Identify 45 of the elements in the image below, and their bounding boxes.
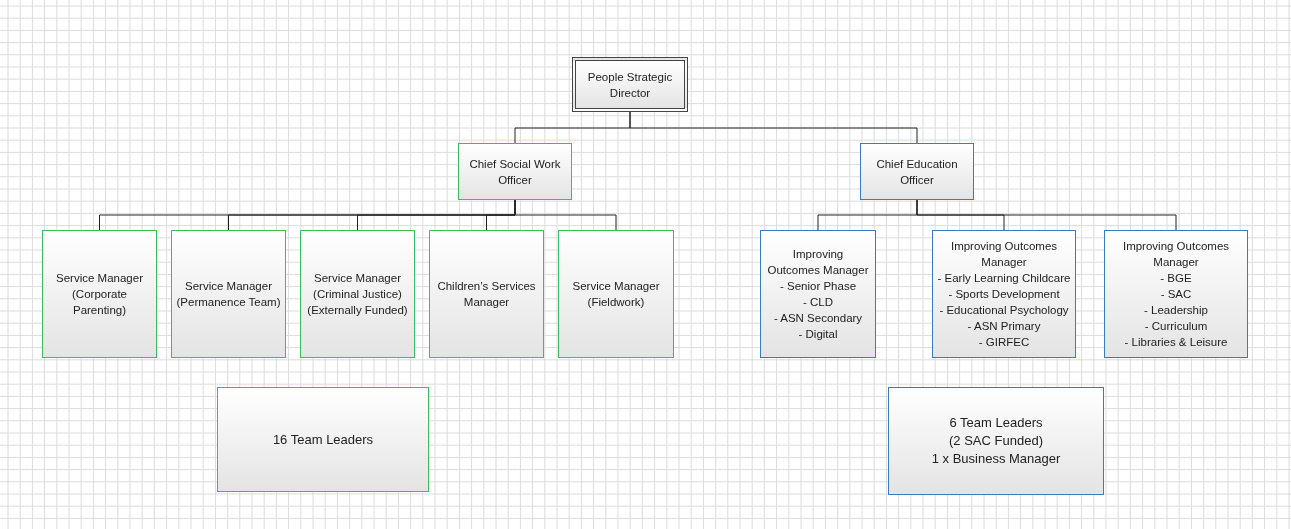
box-text: Chief Social Work Officer: [468, 156, 562, 188]
role-box: [760, 230, 876, 358]
box-text: (2 SAC Funded): [949, 432, 1043, 450]
box-text: Service Manager (Corporate Parenting): [55, 271, 144, 318]
role-box: [300, 230, 415, 358]
box-text: - ASN Primary: [967, 319, 1041, 334]
box-text: Improving Outcomes Manager: [949, 239, 1059, 270]
role-box: [217, 387, 429, 492]
box-text: - Sports Development: [948, 287, 1060, 302]
box-text: - Leadership: [1144, 303, 1208, 318]
box-text: Chief Education Officer: [875, 156, 959, 188]
role-box: [558, 230, 674, 358]
box-text: Service Manager (Fieldwork): [571, 279, 661, 310]
box-text: - Digital: [798, 327, 838, 342]
box-text: Children’s Services Manager: [436, 279, 537, 310]
role-box: [42, 230, 157, 358]
box-text: - Senior Phase: [779, 279, 857, 294]
box-text: - Early Learning Childcare: [937, 271, 1071, 286]
box-text: 1 x Business Manager: [931, 450, 1061, 468]
connector-line: [514, 199, 617, 231]
box-text: - CLD: [803, 295, 833, 310]
box-text: - Curriculum: [1144, 319, 1208, 334]
box-text: Improving Outcomes Manager: [1121, 239, 1231, 270]
role-box: [932, 230, 1076, 358]
box-text: - Libraries & Leisure: [1124, 335, 1228, 350]
box-text: People Strategic Director: [586, 69, 674, 101]
box-text: - ASN Secondary: [773, 311, 863, 326]
box-text: - GIRFEC: [978, 335, 1030, 350]
director-box: [572, 57, 688, 112]
connector-line: [629, 111, 918, 144]
connector-line: [916, 199, 1177, 231]
box-text: 6 Team Leaders: [949, 414, 1043, 432]
role-box: [458, 143, 572, 200]
role-box: [1104, 230, 1248, 358]
box-text: Service Manager (Criminal Justice) (Externally Funded): [306, 271, 409, 318]
box-text: - Educational Psychology: [939, 303, 1069, 318]
role-box: [888, 387, 1104, 495]
box-text: - SAC: [1160, 287, 1192, 302]
box-text: Improving Outcomes Manager: [766, 247, 870, 278]
box-text: - BGE: [1160, 271, 1192, 286]
role-box: [429, 230, 544, 358]
role-box: [171, 230, 286, 358]
role-box: [860, 143, 974, 200]
box-text: 16 Team Leaders: [272, 430, 374, 449]
box-text: Service Manager (Permanence Team): [176, 279, 281, 310]
